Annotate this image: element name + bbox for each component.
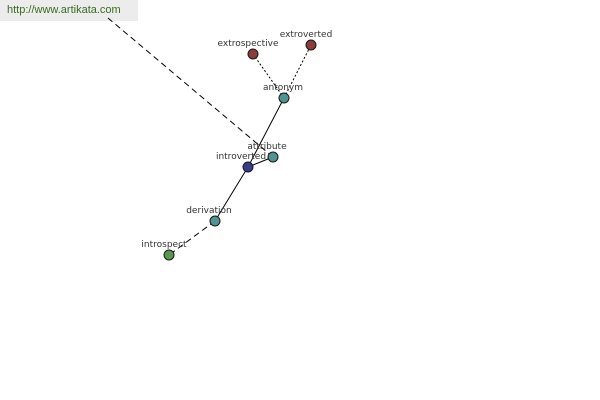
node-label-antonym: antonym: [263, 83, 303, 93]
edge-introverted-derivation: [214, 166, 249, 222]
node-label-extroverted: extroverted: [280, 30, 333, 40]
node-antonym[interactable]: [278, 92, 290, 104]
node-derivation[interactable]: [209, 215, 221, 227]
watermark-url: http://www.artikata.com: [0, 0, 138, 21]
node-introverted[interactable]: [242, 161, 254, 173]
node-label-attribute: attribute: [247, 142, 287, 152]
node-label-extrospective: extrospective: [217, 39, 278, 49]
node-label-derivation: derivation: [186, 206, 232, 216]
node-introspect[interactable]: [163, 249, 175, 261]
node-attribute[interactable]: [267, 151, 279, 163]
node-label-introspect: introspect: [141, 240, 187, 250]
edge-introverted-antonym: [247, 97, 285, 168]
node-extroverted[interactable]: [305, 39, 317, 51]
edges-layer: [107, 17, 312, 256]
edge-attribute-offscreen: [107, 17, 274, 158]
labels-layer: introverted antonym attribute derivation ext…: [141, 30, 332, 250]
node-extrospective[interactable]: [247, 48, 259, 60]
edge-antonym-extroverted: [283, 44, 312, 99]
edge-antonym-extrospective: [252, 53, 285, 99]
node-label-introverted: introverted: [216, 152, 266, 162]
nodes-layer: [163, 39, 317, 261]
